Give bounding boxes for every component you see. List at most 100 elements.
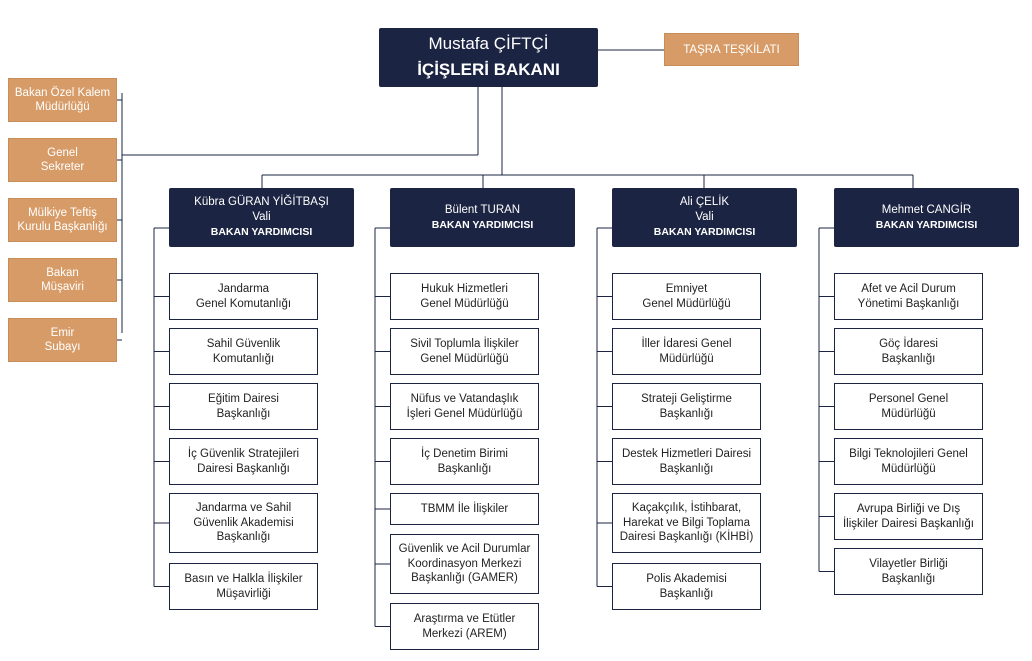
deputy-name-line: Mehmet CANGİR	[881, 203, 972, 216]
deputy-name-line: Bülent TURAN	[444, 203, 521, 216]
deputy-minister-box: Mehmet CANGİR BAKAN YARDIMCISI	[834, 188, 1019, 247]
minister-title: İÇİŞLERİ BAKANI	[417, 59, 560, 79]
deputy-title: BAKAN YARDIMCISI	[875, 218, 978, 231]
unit-box-line: Başkanlığı	[659, 462, 714, 475]
unit-box-line: Strateji Geliştirme	[641, 393, 732, 405]
unit-box-line: Hukuk Hizmetleri	[421, 283, 508, 295]
unit-box-line: Sahil Güvenlik	[206, 338, 281, 350]
unit-box-line: İller İdaresi Genel	[641, 338, 732, 350]
left-unit-box-line: Mülkiye Teftiş	[28, 207, 97, 219]
unit-box-line: Polis Akademisi	[646, 573, 727, 585]
unit-box-line: Müşavirliği	[216, 587, 271, 600]
unit-box-line: Afet ve Acil Durum	[861, 283, 956, 295]
unit-box: Kaçakçılık, İstihbarat,Harekat ve Bilgi …	[612, 493, 761, 553]
unit-box-line: İç Denetim Birimi	[421, 448, 508, 460]
deputy-name-line: Vali	[695, 211, 714, 223]
left-unit-box-line: Bakan Özel Kalem	[14, 87, 111, 99]
deputy-title: BAKAN YARDIMCISI	[431, 218, 534, 231]
unit-box-line: Jandarma	[217, 283, 270, 295]
tasra-teskilati-label: TAŞRA TEŞKİLATI	[683, 43, 780, 56]
unit-box-line: Başkanlığı (GAMER)	[411, 572, 518, 585]
unit-box-line: Güvenlik ve Acil Durumlar	[398, 543, 531, 556]
unit-box-line: Dairesi Başkanlığı (KİHBİ)	[619, 531, 754, 544]
unit-box-line: Başkanlığı	[881, 352, 936, 365]
unit-box-line: Dairesi Başkanlığı	[197, 462, 290, 475]
unit-box-line: Başkanlığı	[216, 531, 271, 544]
unit-box-line: Başkanlığı	[881, 572, 936, 585]
unit-box-line: Sivil Toplumla İlişkiler	[410, 338, 519, 350]
unit-box-line: Jandarma ve Sahil	[195, 502, 292, 515]
left-unit-box-line: Subayı	[44, 341, 81, 353]
unit-box-line: Araştırma ve Etütler	[413, 613, 516, 625]
unit-box-line: İşleri Genel Müdürlüğü	[406, 407, 523, 420]
unit-box-line: Destek Hizmetleri Dairesi	[621, 448, 752, 460]
unit-box-line: Merkezi (AREM)	[422, 627, 507, 640]
deputy-title: BAKAN YARDIMCISI	[210, 226, 313, 238]
unit-box-line: Başkanlığı	[437, 462, 492, 475]
unit-box-line: İç Güvenlik Stratejileri	[187, 448, 300, 460]
unit-box-line: Vilayetler Birliği	[869, 558, 948, 570]
unit-box-line: Koordinasyon Merkezi	[407, 557, 522, 570]
minister-box: Mustafa ÇİFTÇİ İÇİŞLERİ BAKANI	[379, 28, 598, 87]
left-unit-box-line: Emir	[50, 327, 75, 339]
unit-box-line: Genel Müdürlüğü	[420, 352, 509, 365]
left-unit-box-line: Sekreter	[40, 161, 85, 173]
left-unit-box-line: Müşaviri	[41, 281, 84, 293]
unit-box-line: Başkanlığı	[659, 407, 714, 420]
unit-box-line: İlişkiler Dairesi Başkanlığı	[842, 517, 974, 530]
unit-box-line: Başkanlığı	[659, 587, 714, 600]
left-unit-box-line: Genel	[47, 147, 78, 159]
unit-box-line: Nüfus ve Vatandaşlık	[410, 393, 519, 405]
unit-box-line: Komutanlığı	[212, 352, 275, 365]
deputy-name-line: Vali	[252, 211, 271, 223]
tasra-teskilati-box: TAŞRA TEŞKİLATI	[664, 33, 799, 66]
unit-box-line: Genel Müdürlüğü	[642, 297, 731, 310]
unit-box-line: Güvenlik Akademisi	[193, 516, 294, 529]
unit-box-line: Müdürlüğü	[881, 407, 936, 420]
unit-box-line: Başkanlığı	[216, 407, 271, 420]
deputy-title: BAKAN YARDIMCISI	[653, 226, 756, 238]
unit-box-line: Müdürlüğü	[659, 352, 714, 365]
left-unit-box-line: Kurulu Başkanlığı	[17, 221, 108, 233]
deputy-name-line: Kübra GÜRAN YİĞİTBAŞI	[194, 196, 329, 208]
unit-box-line: Göç İdaresi	[879, 338, 938, 350]
deputy-minister-box: Bülent TURAN BAKAN YARDIMCISI	[390, 188, 575, 247]
unit-box-line: Kaçakçılık, İstihbarat,	[631, 502, 742, 515]
unit-box-line: Eğitim Dairesi	[208, 393, 279, 405]
unit-box-line: Genel Komutanlığı	[195, 297, 292, 310]
minister-name: Mustafa ÇİFTÇİ	[428, 33, 549, 53]
unit-box-line: Bilgi Teknolojileri Genel	[849, 448, 968, 460]
unit-box-line: Genel Müdürlüğü	[420, 297, 509, 310]
unit-box-line: Personel Genel	[868, 393, 949, 405]
unit-box: TBMM İle İlişkiler	[390, 493, 539, 525]
unit-box-line: Avrupa Birliği ve Dış	[856, 503, 961, 515]
left-unit-box-line: Müdürlüğü	[35, 101, 90, 113]
unit-box-line: Müdürlüğü	[881, 462, 936, 475]
unit-box-line: Emniyet	[665, 283, 708, 295]
unit-box-line: TBMM İle İlişkiler	[420, 502, 509, 515]
unit-box-line: Basın ve Halkla İlişkiler	[184, 573, 303, 585]
